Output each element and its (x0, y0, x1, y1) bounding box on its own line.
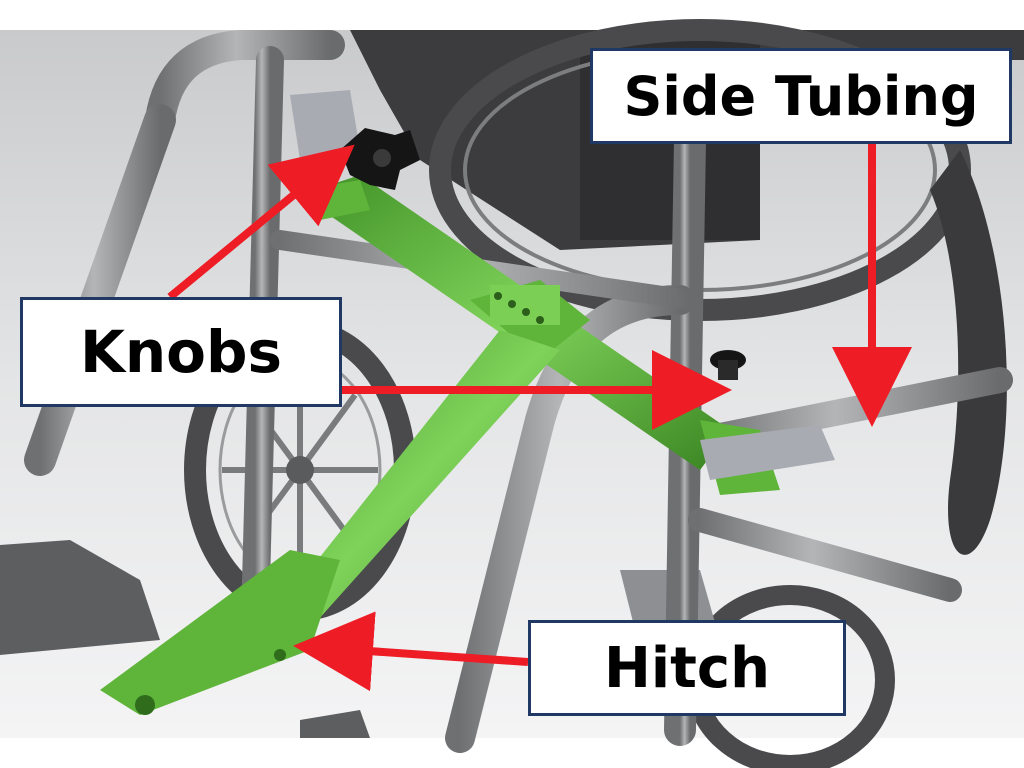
right-clamp (700, 425, 835, 480)
footrest-bottom (300, 710, 370, 738)
arrow-hitch (293, 611, 529, 692)
hitch-label: Hitch (528, 620, 846, 716)
bottom-margin (0, 738, 1024, 768)
side-tubing-label: Side Tubing (590, 48, 1012, 144)
arrows (167, 144, 912, 692)
left-knob (340, 128, 420, 190)
arrow-knobs-to-left-knob (167, 144, 355, 301)
left-clamp (290, 90, 360, 160)
footrest (0, 540, 160, 655)
knobs-label: Knobs (20, 297, 342, 407)
top-margin (0, 0, 1024, 30)
